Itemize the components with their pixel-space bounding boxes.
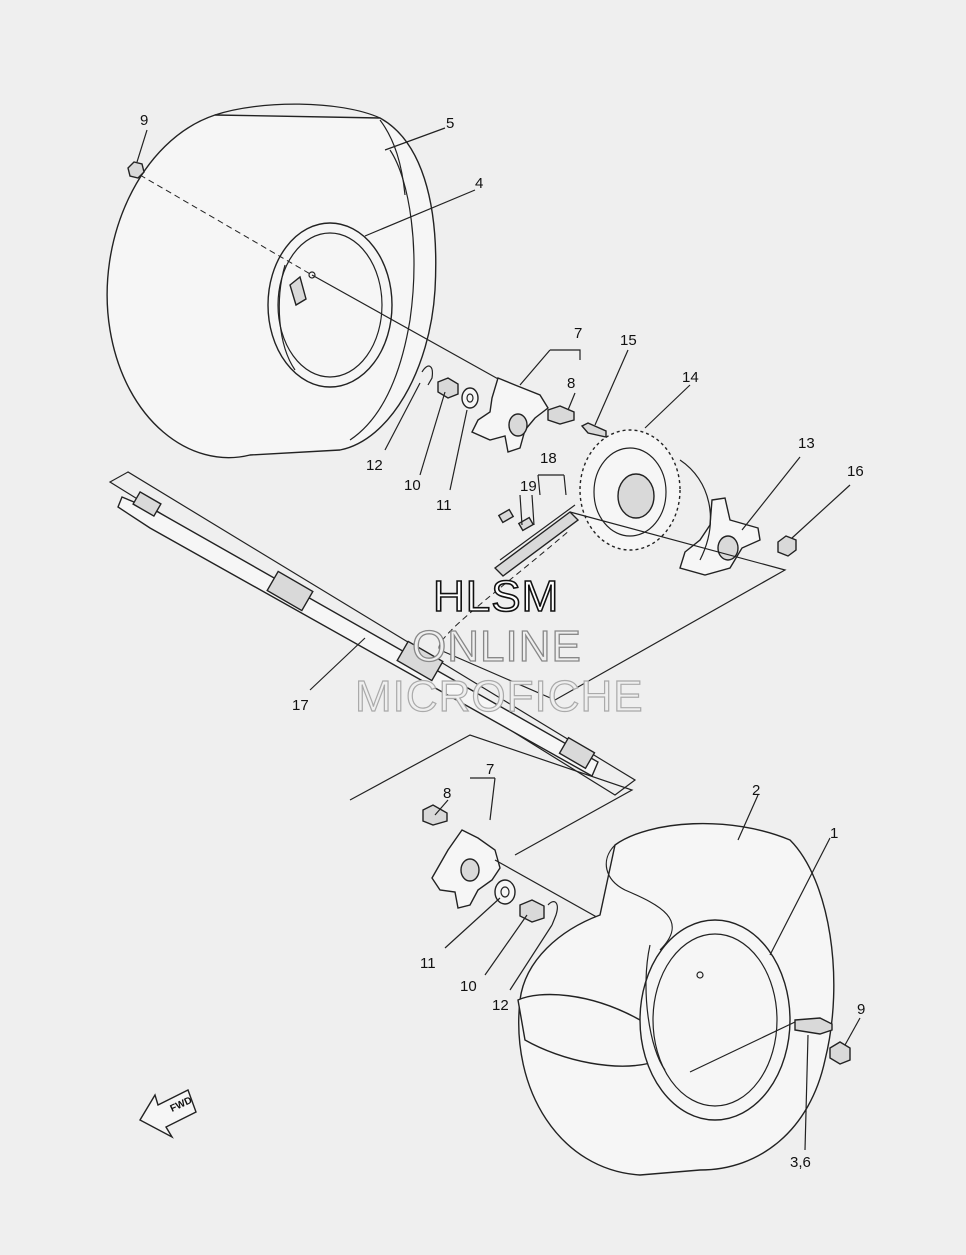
callout-7-lower: 7 (486, 761, 494, 778)
sprocket-hub-13[interactable] (679, 497, 761, 576)
wheel-nut-9-lower[interactable] (829, 1041, 851, 1065)
callout-8-upper: 8 (567, 375, 575, 392)
callout-5: 5 (446, 115, 454, 132)
leader-lines (136, 127, 861, 1151)
callout-13: 13 (798, 435, 815, 452)
callout-11-upper: 11 (436, 497, 452, 514)
callout-3-6: 3,6 (790, 1154, 811, 1171)
chain-joint-19[interactable] (497, 508, 535, 532)
wheel-hub-7-upper[interactable] (471, 377, 549, 453)
sprocket-assembly-outline (439, 511, 787, 701)
cotter-pin-12-upper[interactable] (421, 365, 433, 386)
drive-chain-18[interactable] (493, 504, 580, 577)
wheel-hub-7-lower[interactable] (431, 829, 501, 909)
callout-9-lower: 9 (857, 1001, 865, 1018)
callout-4: 4 (475, 175, 483, 192)
callout-14: 14 (682, 369, 699, 386)
chain-loop-outline (679, 459, 711, 561)
nut-16[interactable] (777, 535, 797, 557)
callout-18: 18 (540, 450, 557, 467)
callout-8-lower: 8 (443, 785, 451, 802)
upper-hub-line (311, 274, 501, 381)
wheel-nut-9-upper[interactable] (127, 161, 145, 179)
hub-bolt-8-upper[interactable] (547, 405, 575, 425)
cotter-pin-12-lower[interactable] (547, 901, 558, 926)
fwd-arrow-icon: FWD (139, 1089, 197, 1139)
valve-line (689, 1021, 796, 1073)
sprocket-14[interactable] (579, 429, 681, 551)
callout-1: 1 (830, 825, 838, 842)
upper-axle-center-line (139, 174, 313, 276)
castle-nut-10-upper[interactable] (437, 377, 459, 399)
callout-10-upper: 10 (404, 477, 421, 494)
lower-hub-outline (349, 734, 634, 856)
callout-11-lower: 11 (420, 955, 436, 972)
sprocket-bolt-15[interactable] (580, 422, 607, 438)
callout-2: 2 (752, 782, 760, 799)
callout-7-upper: 7 (574, 325, 582, 342)
washer-11-upper[interactable] (461, 387, 479, 409)
watermark-line-2: ONLINE (412, 622, 582, 671)
lower-wheel-1[interactable] (639, 919, 791, 1121)
callout-17: 17 (292, 697, 309, 714)
callout-19: 19 (520, 478, 537, 495)
callout-15: 15 (620, 332, 637, 349)
castle-nut-10-lower[interactable] (519, 899, 545, 923)
watermark-line-1: HLSM (433, 572, 559, 621)
callout-16: 16 (847, 463, 864, 480)
bracket-19 (519, 494, 535, 526)
callout-10-lower: 10 (460, 978, 477, 995)
bracket-18 (537, 474, 567, 496)
watermark-line-3: MICROFICHE (355, 672, 644, 721)
callout-9-upper: 9 (140, 112, 148, 129)
valve-stem-3-6[interactable] (794, 1017, 833, 1035)
upper-wheel[interactable] (267, 222, 393, 388)
callout-12-upper: 12 (366, 457, 383, 474)
callout-12-lower: 12 (492, 997, 509, 1014)
